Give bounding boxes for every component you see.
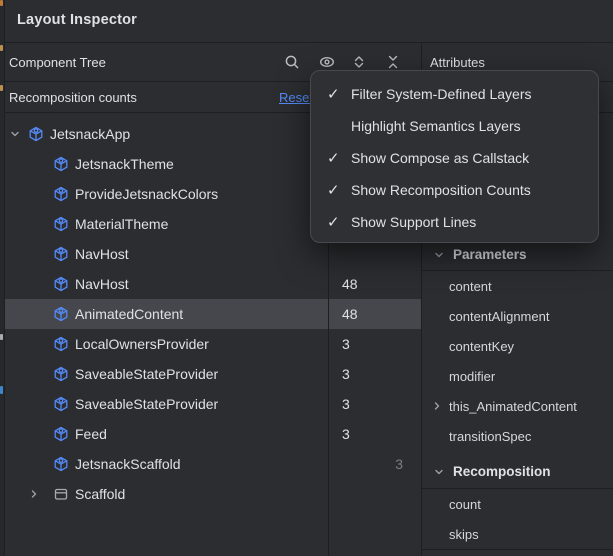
counts-column-divider [328,112,329,556]
menu-item-show-compose-as-callstack[interactable]: ✓ Show Compose as Callstack [327,150,530,167]
chevron-right-icon[interactable] [28,488,40,500]
tree-row-selected[interactable]: AnimatedContent 48 [5,299,421,329]
tree-row[interactable]: SaveableStateProvider 3 [5,389,421,419]
gutter-mark [0,0,3,6]
checkmark-icon: ✓ [327,214,340,231]
checkmark-icon: ✓ [327,150,340,167]
divider [422,488,613,489]
attributes-title: Attributes [430,55,485,70]
compose-node-icon [53,246,69,262]
compose-node-icon [53,276,69,292]
search-icon[interactable] [284,54,300,70]
recomposition-counts-label: Recomposition counts [9,90,137,105]
section-recomposition[interactable]: Recomposition [422,457,613,487]
panel-title: Layout Inspector [17,12,138,28]
divider [5,42,613,43]
menu-item-show-recomposition-counts[interactable]: ✓ Show Recomposition Counts [327,182,531,199]
attr-row[interactable]: modifier [449,369,496,384]
component-tree: JetsnackApp JetsnackTheme ProvideJetsnac… [5,119,421,509]
compose-node-icon [53,396,69,412]
tree-row[interactable]: LocalOwnersProvider 3 [5,329,421,359]
component-tree-title: Component Tree [9,55,106,70]
divider [422,549,613,550]
attr-row[interactable]: transitionSpec [449,429,532,444]
compose-node-icon [53,456,69,472]
gutter-mark [0,334,3,340]
view-options-menu: ✓ Filter System-Defined Layers Highlight… [310,70,599,243]
menu-item-filter-system-defined-layers[interactable]: ✓ Filter System-Defined Layers [327,86,532,103]
divider [5,81,613,82]
tree-row[interactable]: SaveableStateProvider 3 [5,359,421,389]
panel-splitter[interactable] [421,42,422,556]
attr-row[interactable]: skips [449,527,479,542]
layout-node-icon [53,486,69,502]
chevron-down-icon[interactable] [433,249,445,261]
attr-row[interactable]: contentAlignment [449,309,550,324]
skips-count: 3 [395,456,403,472]
tree-row[interactable]: ProvideJetsnackColors [5,179,421,209]
tree-row[interactable]: JetsnackTheme [5,149,421,179]
chevron-down-icon[interactable] [9,128,21,140]
attr-row[interactable]: content [449,279,492,294]
gutter-mark [0,386,3,394]
menu-item-show-support-lines[interactable]: ✓ Show Support Lines [327,214,477,231]
checkmark-icon: ✓ [327,86,340,103]
compose-node-icon [28,126,44,142]
tree-row[interactable]: Feed 3 [5,419,421,449]
tree-row[interactable]: JetsnackScaffold 3 [5,449,421,479]
divider [422,270,613,271]
expand-all-icon[interactable] [351,54,367,70]
gutter-mark [0,45,3,51]
menu-item-highlight-semantics-layers[interactable]: Highlight Semantics Layers [351,118,521,134]
compose-node-icon [53,216,69,232]
attr-row[interactable]: count [449,497,481,512]
gutter-mark [0,85,3,91]
reset-counts-link[interactable]: Reset [279,90,313,105]
tree-row[interactable]: NavHost [5,239,421,269]
section-parameters[interactable]: Parameters [422,240,613,270]
chevron-right-icon[interactable] [431,400,443,412]
divider [5,112,613,113]
compose-node-icon [53,366,69,382]
compose-node-icon [53,336,69,352]
editor-gutter-stripe [0,0,5,556]
compose-node-icon [53,186,69,202]
tree-row[interactable]: Scaffold [5,479,421,509]
attr-row[interactable]: contentKey [449,339,515,354]
gutter-mark [0,399,3,405]
chevron-down-icon[interactable] [433,466,445,478]
tree-row[interactable]: JetsnackApp [5,119,421,149]
compose-node-icon [53,306,69,322]
attr-row-expandable[interactable]: this_AnimatedContent [422,391,613,421]
checkmark-icon: ✓ [327,182,340,199]
compose-node-icon [53,156,69,172]
view-options-eye-icon[interactable] [319,54,335,70]
tree-row[interactable]: NavHost 48 [5,269,421,299]
collapse-all-icon[interactable] [385,54,401,70]
tree-row[interactable]: MaterialTheme [5,209,421,239]
compose-node-icon [53,426,69,442]
